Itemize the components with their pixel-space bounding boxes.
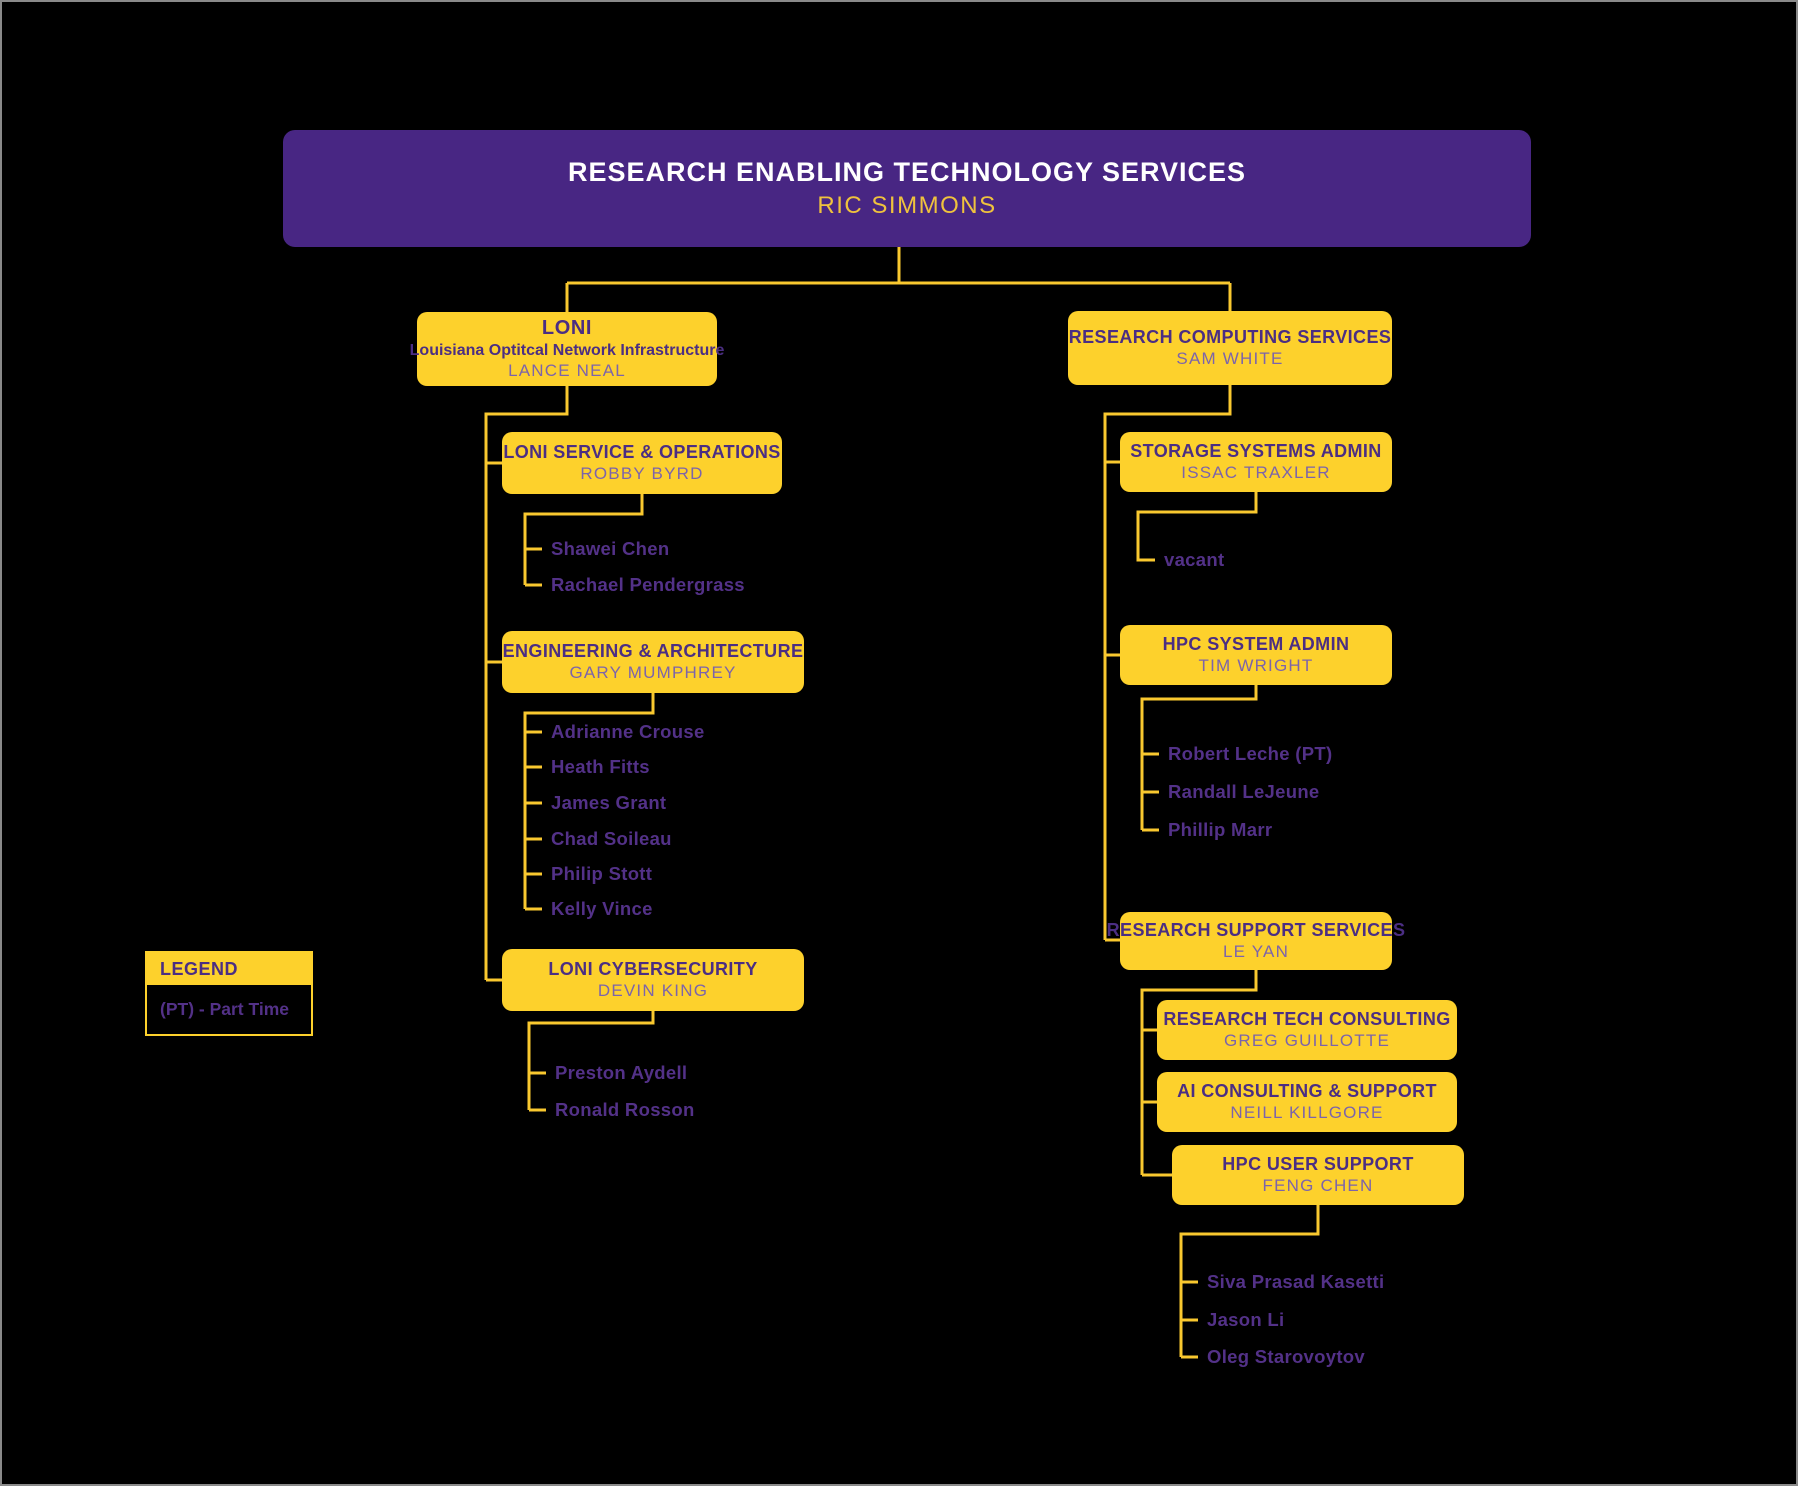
member-name: Philip Stott <box>551 863 653 884</box>
box-name: GREG GUILLOTTE <box>1223 1031 1391 1051</box>
box-name: LANCE NEAL <box>508 361 626 381</box>
member-name: Shawei Chen <box>551 538 670 559</box>
box-title: LONI SERVICE & OPERATIONS <box>503 441 781 462</box>
box-title: STORAGE SYSTEMS ADMIN <box>1130 440 1382 461</box>
member-name: Heath Fitts <box>551 756 650 777</box>
member-name: Rachael Pendergrass <box>551 574 745 595</box>
box-title: HPC USER SUPPORT <box>1222 1153 1414 1174</box>
org-box-research-computing-services: RESEARCH COMPUTING SERVICES SAM WHITE <box>1068 311 1392 385</box>
member-name: Adrianne Crouse <box>551 721 705 742</box>
connector-loni-spine <box>484 386 569 982</box>
member-name: Oleg Starovoytov <box>1207 1346 1365 1367</box>
org-box-ai-consulting-support: AI CONSULTING & SUPPORT NEILL KILLGORE <box>1157 1072 1457 1132</box>
org-box-storage-systems-admin: STORAGE SYSTEMS ADMIN ISSAC TRAXLER <box>1120 432 1392 492</box>
connector-support-children <box>1140 970 1258 1177</box>
box-subtitle: Louisiana Optitcal Network Infrastructur… <box>409 341 725 359</box>
box-title: LONI <box>541 316 593 339</box>
member-name: Ronald Rosson <box>555 1099 695 1120</box>
box-title: ENGINEERING & ARCHITECTURE <box>502 640 804 661</box>
box-title: RESEARCH ENABLING TECHNOLOGY SERVICES <box>567 157 1247 188</box>
box-name: FENG CHEN <box>1262 1176 1374 1196</box>
box-title: RESEARCH COMPUTING SERVICES <box>1068 326 1392 347</box>
box-name: DEVIN KING <box>597 981 709 1001</box>
box-name: TIM WRIGHT <box>1198 656 1314 676</box>
box-name: NEILL KILLGORE <box>1230 1103 1384 1123</box>
legend-entry: (PT) - Part Time <box>160 999 290 1019</box>
member-name: Siva Prasad Kasetti <box>1207 1271 1385 1292</box>
org-box-research-enabling-technology-services: RESEARCH ENABLING TECHNOLOGY SERVICES RI… <box>283 130 1531 247</box>
org-box-loni-service-operations: LONI SERVICE & OPERATIONS ROBBY BYRD <box>502 432 782 494</box>
member-name: Jason Li <box>1207 1309 1285 1330</box>
org-box-research-tech-consulting: RESEARCH TECH CONSULTING GREG GUILLOTTE <box>1157 1000 1457 1060</box>
member-name: vacant <box>1164 549 1225 570</box>
org-box-engineering-architecture: ENGINEERING & ARCHITECTURE GARY MUMPHREY <box>502 631 804 693</box>
connector-user-support-members <box>1179 1205 1320 1359</box>
box-name: GARY MUMPHREY <box>569 663 737 683</box>
member-name: Phillip Marr <box>1168 819 1273 840</box>
org-box-loni-cybersecurity: LONI CYBERSECURITY DEVIN KING <box>502 949 804 1011</box>
member-name: Preston Aydell <box>555 1062 688 1083</box>
box-name: RIC SIMMONS <box>817 191 997 219</box>
member-name: James Grant <box>551 792 667 813</box>
connector-engineering-members <box>523 693 655 911</box>
box-title: RESEARCH SUPPORT SERVICES <box>1106 919 1406 940</box>
box-title: AI CONSULTING & SUPPORT <box>1177 1080 1437 1101</box>
org-box-loni: LONI Louisiana Optitcal Network Infrastr… <box>410 312 724 386</box>
org-box-research-support-services: RESEARCH SUPPORT SERVICES LE YAN <box>1107 912 1405 970</box>
member-name: Robert Leche (PT) <box>1168 743 1333 764</box>
connector-computing-spine <box>1103 385 1232 942</box>
connector-hpc-admin-members <box>1140 685 1258 832</box>
connector-cybersecurity-members <box>527 1011 655 1112</box>
box-title: HPC SYSTEM ADMIN <box>1162 633 1350 654</box>
box-name: ISSAC TRAXLER <box>1181 463 1331 483</box>
legend-header: LEGEND <box>147 953 311 985</box>
connector-root <box>565 247 1232 313</box>
connector-service-ops-members <box>523 494 644 587</box>
connector-storage-members <box>1136 492 1258 562</box>
box-title: LONI CYBERSECURITY <box>548 958 758 979</box>
org-box-hpc-user-support: HPC USER SUPPORT FENG CHEN <box>1172 1145 1464 1205</box>
box-name: ROBBY BYRD <box>580 464 704 484</box>
member-name: Kelly Vince <box>551 898 653 919</box>
box-name: LE YAN <box>1222 942 1290 962</box>
member-name: Chad Soileau <box>551 828 672 849</box>
org-box-hpc-system-admin: HPC SYSTEM ADMIN TIM WRIGHT <box>1120 625 1392 685</box>
box-title: RESEARCH TECH CONSULTING <box>1163 1008 1451 1029</box>
box-name: SAM WHITE <box>1176 349 1284 369</box>
member-name: Randall LeJeune <box>1168 781 1320 802</box>
legend-box: LEGEND (PT) - Part Time <box>145 951 313 1036</box>
